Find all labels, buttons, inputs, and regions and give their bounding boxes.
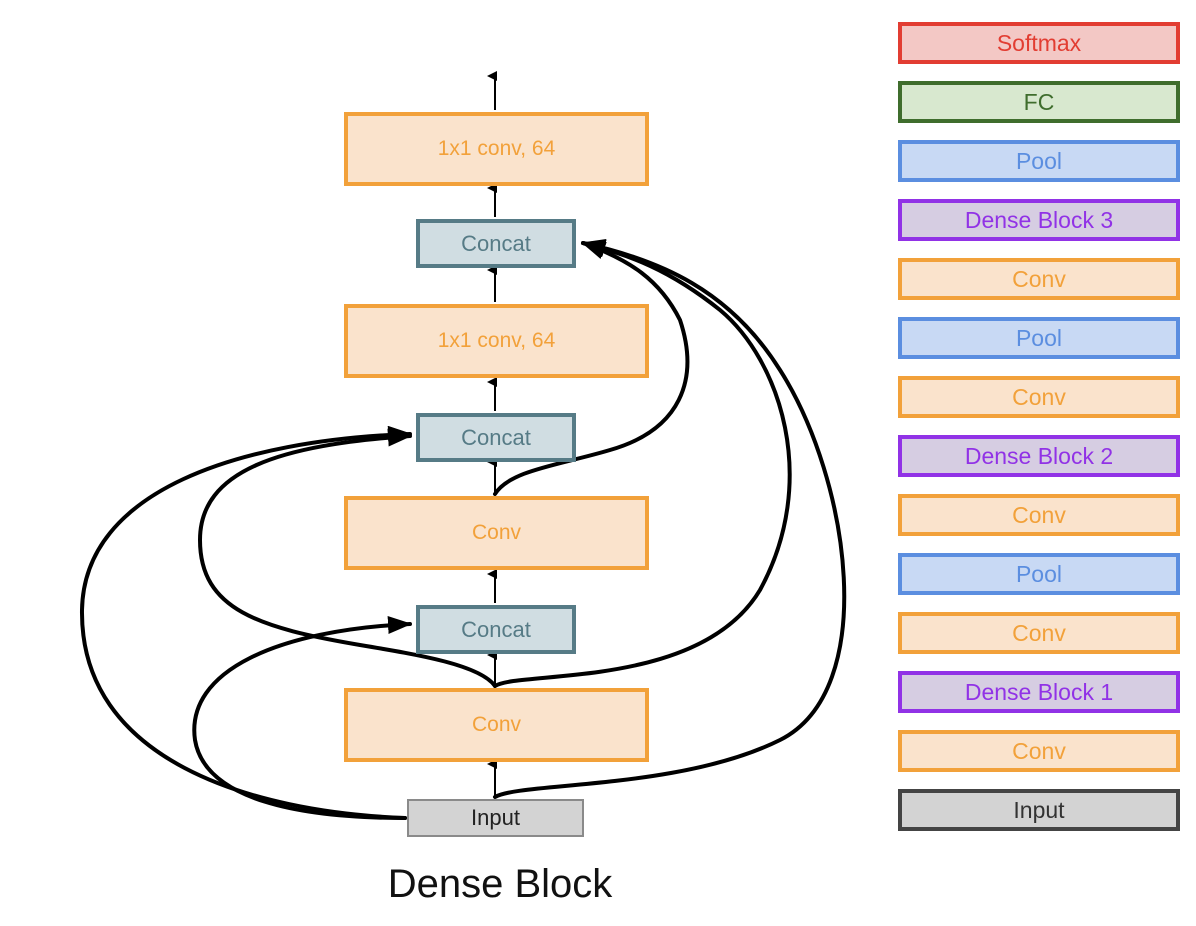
stack-item-label: Conv [1012,501,1066,528]
input-label: Input [471,805,520,830]
stack-item-label: Conv [1012,619,1066,646]
stack-item-conv: Conv [898,612,1180,654]
stack-item-label: Softmax [996,29,1082,56]
skip-conv-upper-to-concat-top [493,241,690,496]
concat-top-label: Concat [461,230,531,256]
stack-item-fc: FC [898,81,1180,123]
stack-item-label: Input [1013,796,1065,823]
dense-block-caption: Dense Block [387,862,613,906]
conv1x1-mid-label: 1x1 conv, 64 [437,329,556,352]
stack-item-conv: Conv [898,376,1180,418]
stack-item-pool: Pool [898,317,1180,359]
concat-low-node: Concat [416,605,576,654]
stack-item-label: Dense Block 1 [964,678,1114,705]
concat-mid-label: Concat [461,424,531,450]
skip-input-to-concat-top [493,238,847,799]
conv1x1-top-node: 1x1 conv, 64 [344,112,649,186]
conv-upper-label: Conv [471,521,522,544]
stack-item-label: Dense Block 3 [964,206,1114,233]
stack-item-label: Conv [1012,265,1066,292]
skip-input-to-concat-mid [79,425,412,820]
stack-item-label: Dense Block 2 [964,442,1114,469]
stack-item-conv: Conv [898,494,1180,536]
input-node: Input [407,799,584,837]
conv-lower-label: Conv [471,713,522,736]
stack-item-conv: Conv [898,730,1180,772]
stack-item-label: Conv [1012,383,1066,410]
stack-item-dense-block-2: Dense Block 2 [898,435,1180,477]
stack-item-label: Pool [1015,560,1063,587]
skip-input-to-concat-low [192,616,412,820]
skip-conv-lower-to-concat-top [493,239,792,688]
stack-item-dense-block-1: Dense Block 1 [898,671,1180,713]
stack-item-label: Conv [1012,737,1066,764]
stack-item-pool: Pool [898,140,1180,182]
conv1x1-mid-node: 1x1 conv, 64 [344,304,649,378]
stack-item-conv: Conv [898,258,1180,300]
stack-item-softmax: Softmax [898,22,1180,64]
concat-top-node: Concat [416,219,576,268]
conv1x1-top-label: 1x1 conv, 64 [437,137,556,160]
conv-upper-node: Conv [344,496,649,570]
stack-item-input: Input [898,789,1180,831]
stack-item-label: FC [1023,88,1055,115]
concat-mid-node: Concat [416,413,576,462]
stack-item-label: Pool [1015,147,1063,174]
concat-low-label: Concat [461,616,531,642]
stack-item-label: Pool [1015,324,1063,351]
conv-lower-node: Conv [344,688,649,762]
skip-conv-lower-to-concat-mid [197,428,497,688]
stack-item-dense-block-3: Dense Block 3 [898,199,1180,241]
stack-item-pool: Pool [898,553,1180,595]
